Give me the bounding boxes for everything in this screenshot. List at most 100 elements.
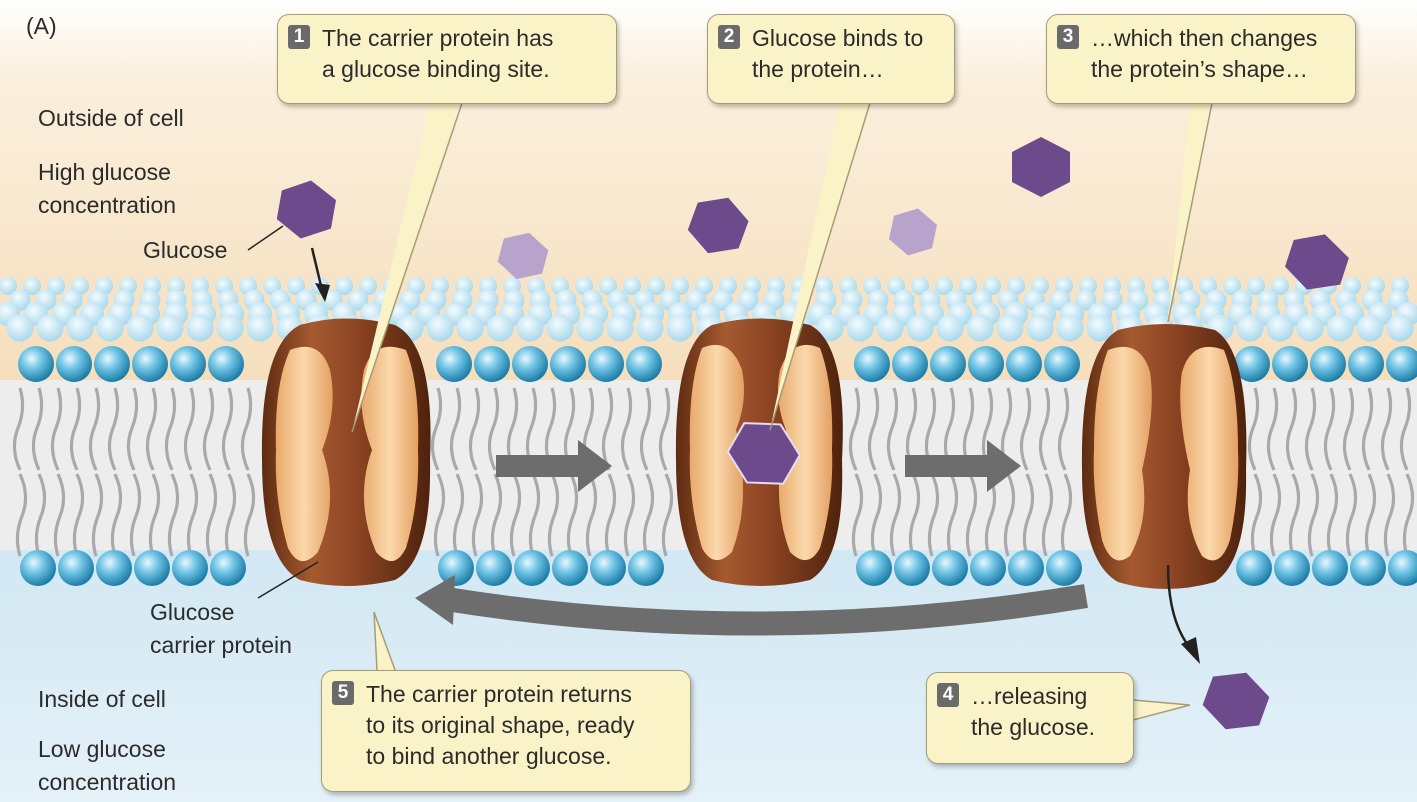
lipid-head bbox=[547, 315, 574, 342]
step-2-text: Glucose binds to the protein… bbox=[752, 23, 923, 85]
lipid-head bbox=[856, 550, 892, 586]
step-2-number: 2 bbox=[718, 25, 740, 49]
lipid-head bbox=[208, 346, 244, 382]
lipid-head bbox=[217, 315, 244, 342]
lipid-head bbox=[892, 346, 928, 382]
lipid-head bbox=[7, 315, 34, 342]
lipid-head bbox=[1057, 315, 1084, 342]
lipid-head bbox=[577, 315, 604, 342]
low-concentration-label: Low glucose concentration bbox=[38, 733, 176, 799]
step-3-line-1: …which then changes bbox=[1091, 23, 1317, 54]
lipid-head bbox=[552, 550, 588, 586]
low-concentration-line-1: Low glucose bbox=[38, 733, 176, 766]
lipid-head bbox=[20, 550, 56, 586]
panel-label: (A) bbox=[26, 10, 57, 43]
step-5-number: 5 bbox=[332, 681, 354, 705]
lipid-head bbox=[67, 315, 94, 342]
step-1-number: 1 bbox=[288, 25, 310, 49]
lipid-head bbox=[550, 346, 586, 382]
step-1-line-2: a glucose binding site. bbox=[322, 54, 553, 85]
lipid-head bbox=[1008, 550, 1044, 586]
carrier-protein-line-2: carrier protein bbox=[150, 629, 292, 662]
low-concentration-line-2: concentration bbox=[38, 766, 176, 799]
lipid-head bbox=[94, 346, 130, 382]
lipid-head bbox=[1357, 315, 1384, 342]
lipid-head bbox=[967, 315, 994, 342]
lipid-head bbox=[1297, 315, 1324, 342]
step-1-text: The carrier protein has a glucose bindin… bbox=[322, 23, 553, 85]
lipid-head bbox=[1350, 550, 1386, 586]
step-5-line-1: The carrier protein returns bbox=[366, 679, 635, 710]
lipid-head bbox=[56, 346, 92, 382]
lipid-head bbox=[607, 315, 634, 342]
step-4-callout: 4 …releasing the glucose. bbox=[926, 672, 1134, 764]
lipid-head bbox=[1237, 315, 1264, 342]
lipid-head bbox=[1272, 346, 1308, 382]
step-2-callout: 2 Glucose binds to the protein… bbox=[707, 14, 955, 104]
lipid-head bbox=[1387, 315, 1414, 342]
lipid-head bbox=[1046, 550, 1082, 586]
lipid-head bbox=[847, 315, 874, 342]
lipid-head bbox=[1267, 315, 1294, 342]
lipid-head bbox=[877, 315, 904, 342]
lipid-head bbox=[1006, 346, 1042, 382]
lipid-head bbox=[127, 315, 154, 342]
lipid-head bbox=[1312, 550, 1348, 586]
lipid-head bbox=[1236, 550, 1272, 586]
lipid-head bbox=[937, 315, 964, 342]
high-concentration-label: High glucose concentration bbox=[38, 156, 176, 222]
lipid-head bbox=[930, 346, 966, 382]
lipid-head bbox=[968, 346, 1004, 382]
lipid-head bbox=[474, 346, 510, 382]
lipid-head bbox=[590, 550, 626, 586]
step-3-callout: 3 …which then changes the protein’s shap… bbox=[1046, 14, 1356, 104]
lipid-head bbox=[1310, 346, 1346, 382]
lipid-head bbox=[932, 550, 968, 586]
lipid-head bbox=[667, 315, 694, 342]
lipid-head bbox=[247, 315, 274, 342]
outside-of-cell-label: Outside of cell bbox=[38, 102, 184, 135]
step-2-line-1: Glucose binds to bbox=[752, 23, 923, 54]
lipid-head bbox=[512, 346, 548, 382]
step-4-line-1: …releasing bbox=[971, 681, 1095, 712]
lipid-head bbox=[517, 315, 544, 342]
lipid-head bbox=[1274, 550, 1310, 586]
lipid-head bbox=[894, 550, 930, 586]
step-1-callout: 1 The carrier protein has a glucose bind… bbox=[277, 14, 617, 104]
lipid-head bbox=[1027, 315, 1054, 342]
carrier-protein-open-outside bbox=[262, 319, 431, 587]
lipid-head bbox=[172, 550, 208, 586]
lipid-head bbox=[157, 315, 184, 342]
lipid-head bbox=[37, 315, 64, 342]
lipid-head bbox=[438, 550, 474, 586]
lipid-head bbox=[210, 550, 246, 586]
step-5-text: The carrier protein returns to its origi… bbox=[366, 679, 635, 772]
lipid-head bbox=[187, 315, 214, 342]
step-5-callout: 5 The carrier protein returns to its ori… bbox=[321, 670, 691, 792]
step-2-line-2: the protein… bbox=[752, 54, 923, 85]
high-concentration-line-1: High glucose bbox=[38, 156, 176, 189]
lipid-head bbox=[132, 346, 168, 382]
lipid-head bbox=[628, 550, 664, 586]
lipid-head bbox=[514, 550, 550, 586]
lipid-head bbox=[907, 315, 934, 342]
lipid-head bbox=[487, 315, 514, 342]
carrier-protein-line-1: Glucose bbox=[150, 596, 292, 629]
lipid-head bbox=[170, 346, 206, 382]
lipid-head bbox=[637, 315, 664, 342]
step-5-line-3: to bind another glucose. bbox=[366, 741, 635, 772]
lipid-head bbox=[854, 346, 890, 382]
lipid-head bbox=[476, 550, 512, 586]
step-3-number: 3 bbox=[1057, 25, 1079, 49]
step-3-line-2: the protein’s shape… bbox=[1091, 54, 1317, 85]
glucose-label: Glucose bbox=[143, 234, 227, 267]
high-concentration-line-2: concentration bbox=[38, 189, 176, 222]
lipid-head bbox=[457, 315, 484, 342]
step-1-line-1: The carrier protein has bbox=[322, 23, 553, 54]
step-5-line-2: to its original shape, ready bbox=[366, 710, 635, 741]
lipid-head bbox=[58, 550, 94, 586]
step-3-text: …which then changes the protein’s shape… bbox=[1091, 23, 1317, 85]
lipid-head bbox=[96, 550, 132, 586]
lipid-head bbox=[1044, 346, 1080, 382]
